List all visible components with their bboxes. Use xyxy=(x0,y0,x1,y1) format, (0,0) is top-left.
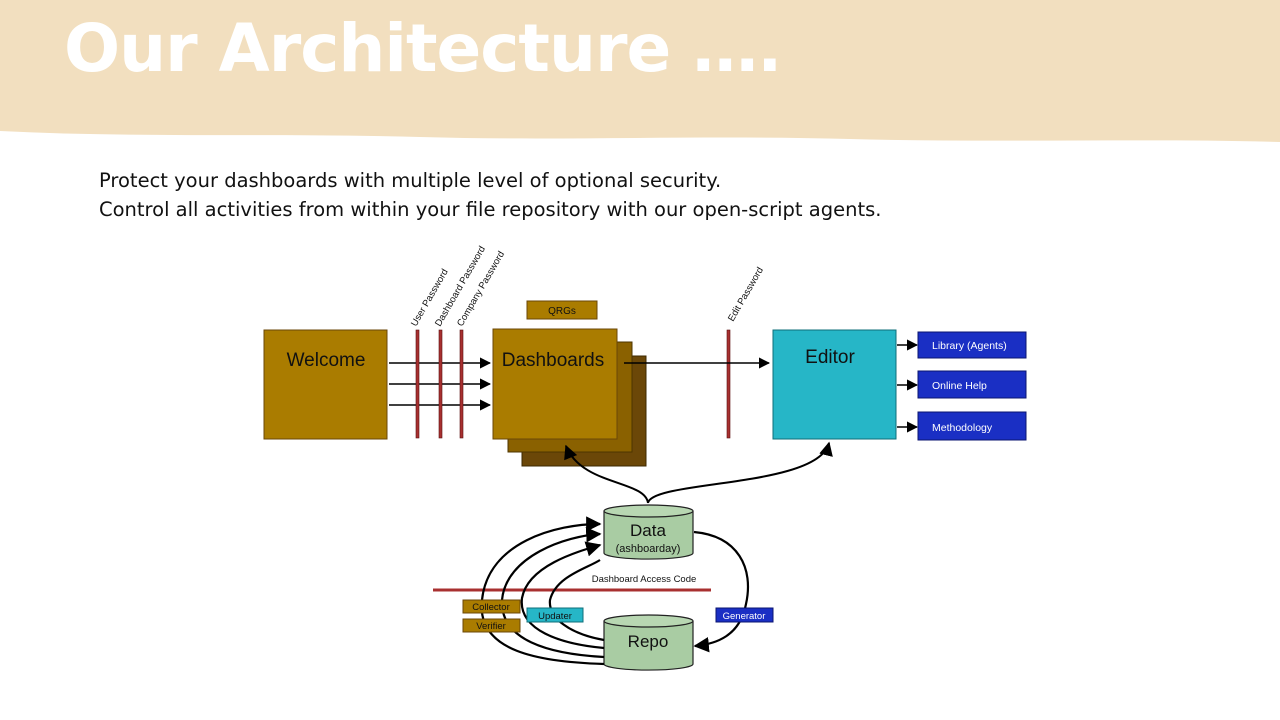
editor-box[interactable]: Editor xyxy=(772,329,897,440)
welcome-box[interactable]: Welcome xyxy=(263,329,388,440)
generator-label: Generator xyxy=(723,611,766,622)
methodology-label: Methodology xyxy=(932,422,993,434)
editor-link-library[interactable]: Library (Agents) xyxy=(917,331,1027,359)
edit-password-bar xyxy=(726,329,731,439)
edit-password-label: Edit Password xyxy=(726,265,766,323)
library-agents-label: Library (Agents) xyxy=(932,340,1007,352)
data-links xyxy=(564,441,833,504)
verifier-label: Verifier xyxy=(476,621,506,632)
editor-to-links-arrows xyxy=(897,339,919,433)
updater-label: Updater xyxy=(538,611,572,622)
editor-label: Editor xyxy=(805,347,855,368)
dashboards-stack[interactable]: Dashboards xyxy=(492,328,647,467)
verifier-tag[interactable]: Verifier xyxy=(462,618,521,633)
user-password-bar xyxy=(415,329,420,439)
title-banner xyxy=(0,0,1280,142)
qrgs-tag[interactable]: QRGs xyxy=(526,300,598,320)
password-bars xyxy=(415,329,731,439)
repo-cylinder[interactable]: Repo xyxy=(603,614,694,671)
collector-tag[interactable]: Collector xyxy=(462,599,521,614)
intro-line-agents: Control all activities from within your … xyxy=(99,198,882,221)
data-cylinder[interactable]: Data (ashboarday) xyxy=(603,504,694,560)
data-subtitle: (ashboarday) xyxy=(616,543,681,555)
welcome-label: Welcome xyxy=(287,350,366,371)
editor-link-methodology[interactable]: Methodology xyxy=(917,411,1027,441)
collector-label: Collector xyxy=(472,602,510,613)
generator-tag[interactable]: Generator xyxy=(715,607,774,623)
dashboard-password-bar xyxy=(438,329,443,439)
qrgs-label: QRGs xyxy=(548,306,576,317)
editor-link-online-help[interactable]: Online Help xyxy=(917,370,1027,399)
dashboards-label: Dashboards xyxy=(502,350,604,371)
company-password-bar xyxy=(459,329,464,439)
updater-tag[interactable]: Updater xyxy=(526,607,584,623)
data-label: Data xyxy=(630,521,666,540)
page-title: Our Architecture …. xyxy=(64,10,782,87)
intro-line-security: Protect your dashboards with multiple le… xyxy=(99,169,722,192)
online-help-label: Online Help xyxy=(932,380,987,392)
repo-label: Repo xyxy=(628,632,669,651)
access-code-label: Dashboard Access Code xyxy=(592,574,697,585)
